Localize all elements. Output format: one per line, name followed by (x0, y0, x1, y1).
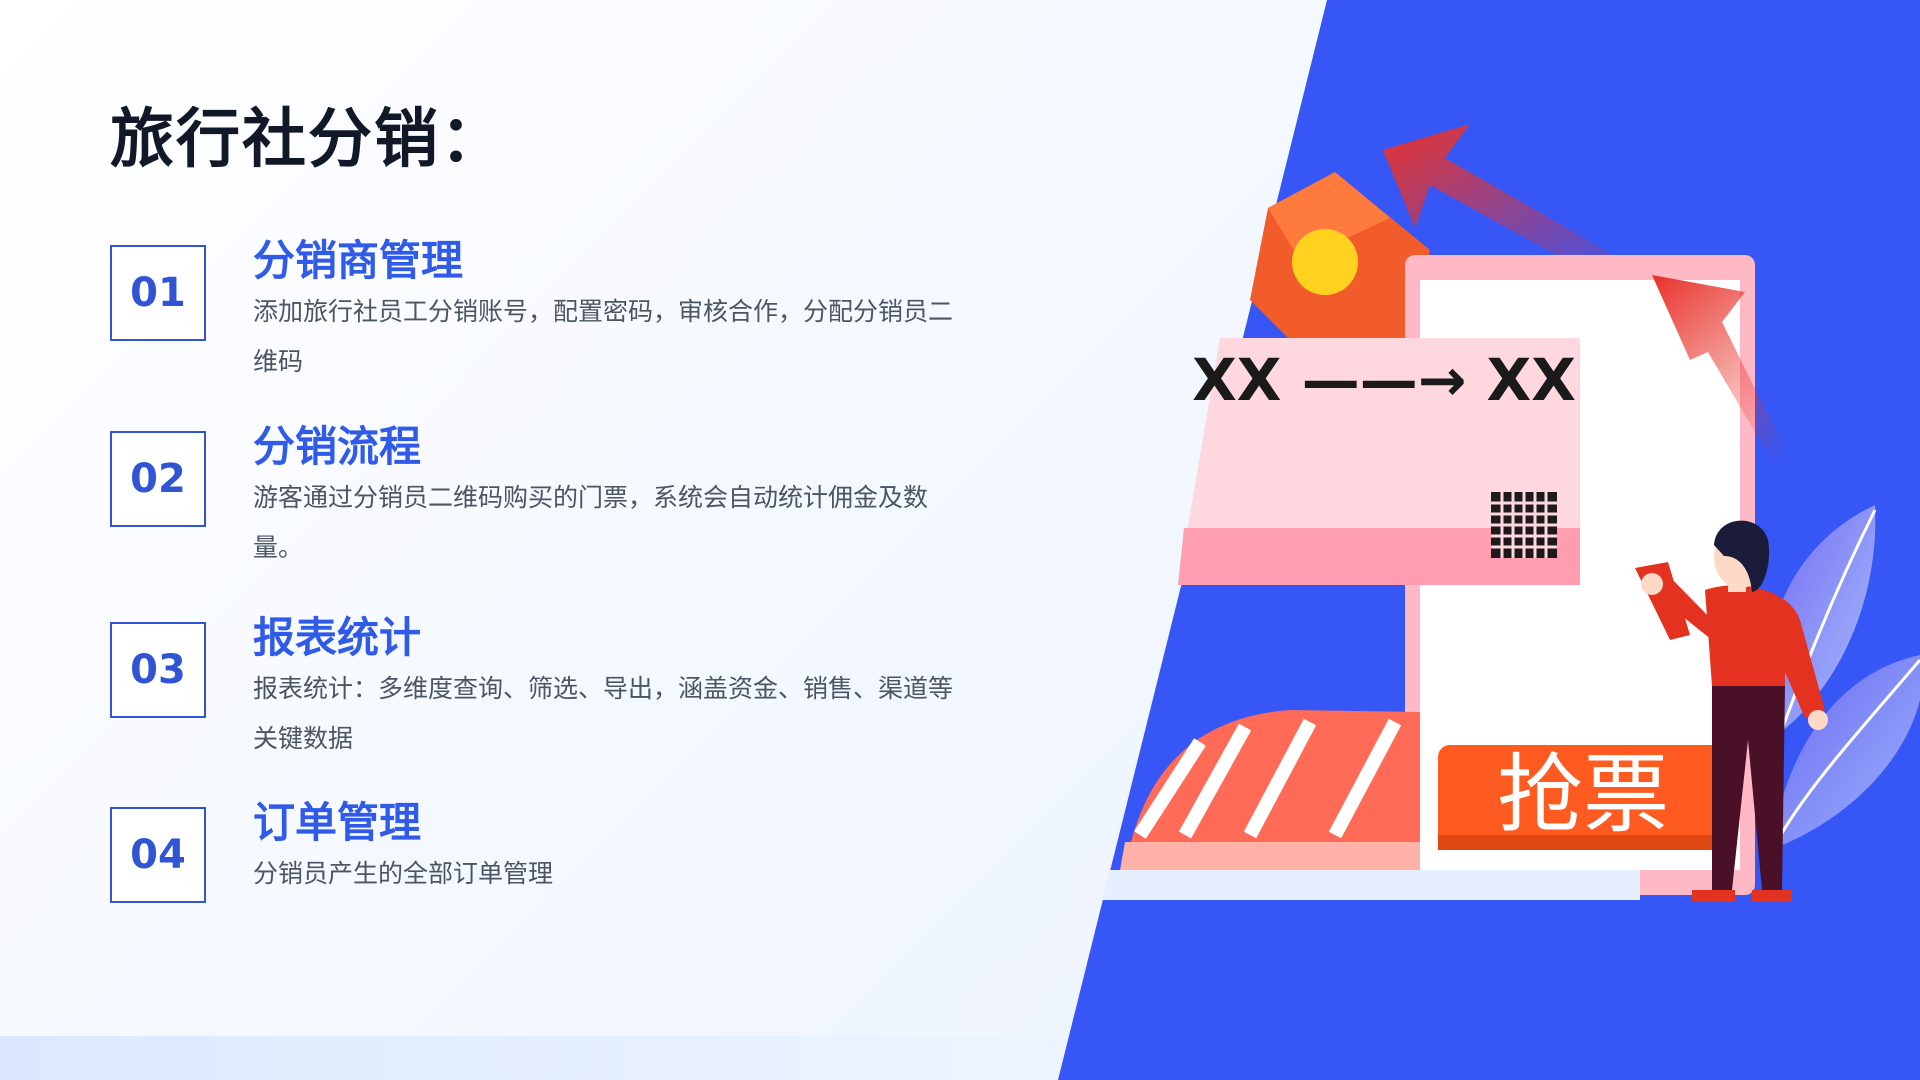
grab-ticket-button: 抢票 (1438, 745, 1728, 850)
ticket-card (1178, 338, 1580, 585)
item-title: 报表统计 (253, 613, 422, 662)
bottom-band (0, 1036, 1100, 1080)
item-number-box: 02 (110, 431, 206, 527)
item-number-box: 04 (110, 807, 206, 903)
item-description: 添加旅行社员工分销账号，配置密码，审核合作，分配分销员二维码 (253, 297, 954, 376)
item-title: 订单管理 (253, 798, 422, 847)
item-title: 分销流程 (253, 422, 422, 471)
person-figure (1635, 520, 1828, 902)
item-description: 游客通过分销员二维码购买的门票，系统会自动统计佣金及数量。 (253, 483, 929, 562)
envelope-icon (1250, 172, 1430, 340)
grab-ticket-label: 抢票 (1497, 745, 1669, 845)
right-arrow-icon (1652, 275, 1805, 492)
item-description: 报表统计：多维度查询、筛选、导出，涵盖资金、销售、渠道等关键数据 (253, 674, 954, 753)
road-stripes (1102, 710, 1640, 900)
ticket-route-text: XX ——→ XX (1192, 346, 1576, 414)
left-arrow-icon (1383, 124, 1640, 285)
item-description: 分销员产生的全部订单管理 (253, 859, 554, 888)
item-title: 分销商管理 (253, 236, 464, 285)
page-title: 旅行社分销： (110, 103, 506, 177)
item-number-box: 01 (110, 245, 206, 341)
item-number-box: 03 (110, 622, 206, 718)
